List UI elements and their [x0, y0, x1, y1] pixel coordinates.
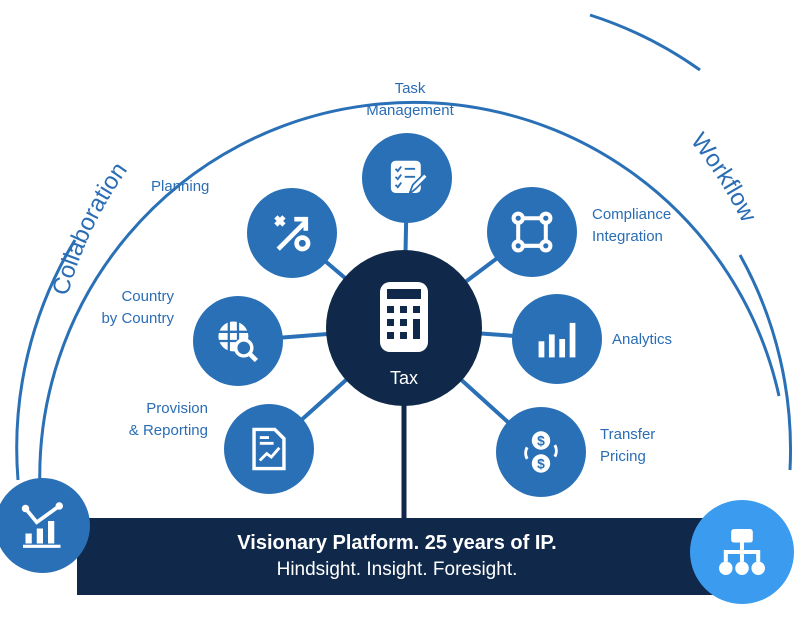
svg-text:$: $ [537, 434, 545, 449]
banner-title: Visionary Platform. 25 years of IP. [237, 532, 557, 554]
inner-arc [38, 101, 781, 491]
hierarchy-icon [719, 529, 765, 575]
report-document-icon [252, 427, 286, 471]
calculator-icon [380, 282, 428, 352]
bar-chart-icon [538, 322, 576, 358]
provision-reporting-node[interactable] [224, 404, 314, 494]
analytics-label: Analytics [612, 331, 673, 348]
country-by-country-node[interactable] [193, 296, 283, 386]
globe-search-icon [218, 321, 259, 363]
checklist-pencil-icon [390, 160, 429, 197]
workflow-arc [738, 254, 792, 471]
workflow-badge [690, 500, 794, 604]
chart-trend-icon [21, 501, 63, 548]
workflow-label: Workflow [685, 128, 762, 227]
svg-text:$: $ [537, 457, 545, 472]
collaboration-badge [0, 478, 90, 573]
tax-label: Tax [389, 368, 418, 388]
tax-hub[interactable]: Tax [326, 250, 482, 406]
banner: Visionary Platform. 25 years of IP. Hind… [77, 518, 717, 595]
analytics-node[interactable] [512, 294, 602, 384]
collaboration-label: Collaboration [47, 157, 133, 298]
transfer-pricing-node[interactable]: $$ [496, 407, 586, 497]
provision-reporting-label: Provision& Reporting [128, 400, 208, 439]
collaboration-arc [15, 239, 77, 481]
banner-subtitle: Hindsight. Insight. Foresight. [276, 559, 518, 580]
compliance-integration-node[interactable] [487, 187, 577, 277]
planning-node[interactable] [247, 188, 337, 278]
connected-nodes-icon [511, 211, 553, 253]
planning-label: Planning [151, 178, 210, 195]
dollar-exchange-icon: $$ [524, 431, 558, 473]
percent-arrow-icon [274, 215, 311, 252]
task-management-node[interactable] [362, 133, 452, 223]
